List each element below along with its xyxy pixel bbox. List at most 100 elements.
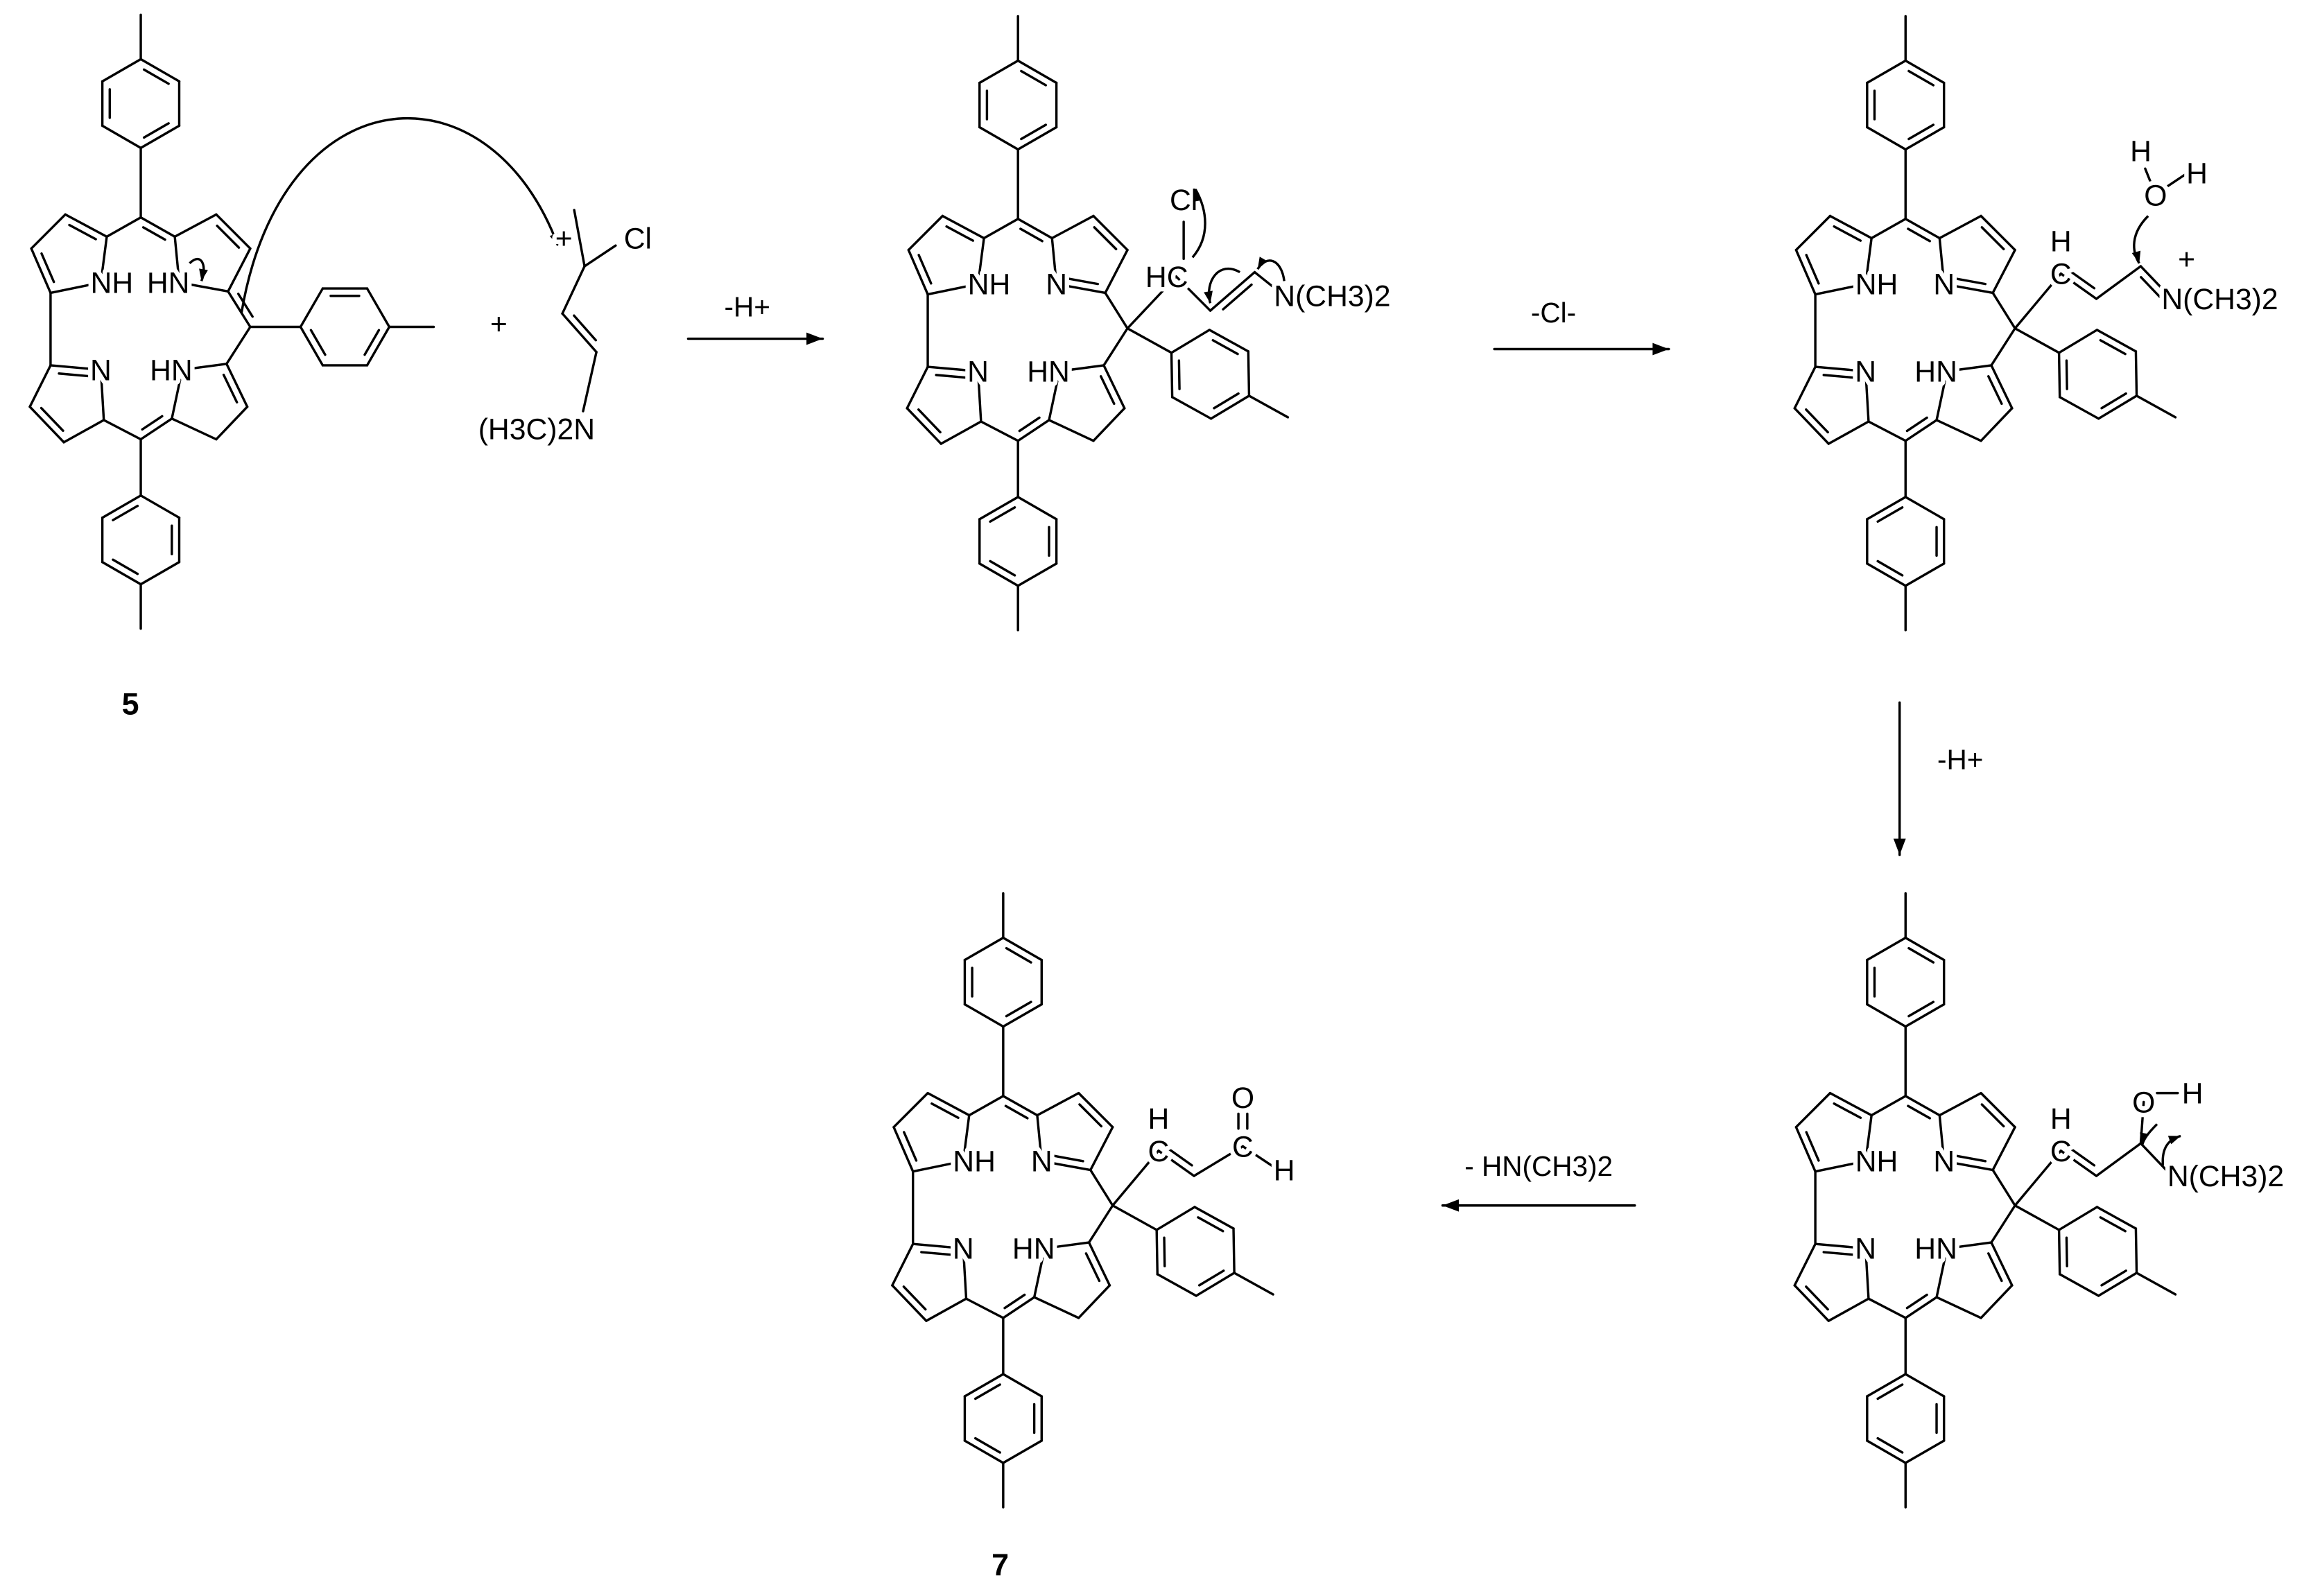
- meso-bond: [1990, 1204, 2016, 1244]
- ring-bond: [365, 287, 391, 329]
- arrowhead-icon: [1893, 838, 1906, 856]
- pyrrole-bond: [215, 405, 249, 441]
- water-hydrogen-label: H: [2186, 157, 2208, 191]
- compound-5-label: 5: [122, 686, 139, 721]
- pyrrole-bond: [892, 1091, 929, 1129]
- double-bond-line: [1211, 339, 1239, 356]
- meso-bond: [1867, 420, 1907, 442]
- pyrrole-bond: [1938, 1113, 1946, 1163]
- ring-bond: [978, 59, 1019, 85]
- double-bond-line: [1065, 277, 1100, 286]
- pyrrole-bond: [99, 235, 108, 284]
- compound-7-label: 7: [992, 1547, 1009, 1582]
- ring-bond: [2057, 329, 2099, 354]
- double-bond-line: [974, 1437, 1001, 1454]
- pyrrole-bond: [1794, 1091, 1832, 1129]
- ring-bond: [1195, 1272, 1236, 1297]
- pyrrole-bond: [1092, 214, 1129, 252]
- carbonyl-carbon-label: C: [1232, 1130, 1254, 1163]
- pyrrole-bond: [62, 419, 105, 444]
- iminium-charge: +: [2178, 243, 2195, 276]
- double-bond-line: [1019, 227, 1044, 243]
- n-label: N: [1855, 1233, 1876, 1266]
- ring-bond: [1016, 496, 1058, 521]
- ring-bond: [1904, 1439, 1946, 1464]
- step-arrow-4: - HN(CH3)2: [1441, 1150, 1636, 1212]
- pyrrole-bond: [49, 281, 103, 295]
- carbocation-charge: +: [555, 222, 573, 255]
- ring-bond: [1904, 1373, 1946, 1398]
- hn-label: HN: [147, 266, 190, 300]
- aryl-bond: [2014, 327, 2061, 354]
- iminium-label: N(CH3)2: [2161, 283, 2278, 316]
- ring-bond: [139, 124, 181, 150]
- bond: [561, 312, 598, 354]
- ring-bond: [963, 1003, 1005, 1028]
- pyrrole-bond: [181, 363, 228, 372]
- bond: [1253, 270, 1285, 297]
- double-bond-line: [237, 293, 254, 318]
- double-bond-line: [1833, 225, 1862, 242]
- pyrrole-bond: [1991, 1125, 2016, 1172]
- hydrogen-label: H: [2050, 1102, 2072, 1136]
- arrowhead-icon: [2131, 250, 2141, 263]
- ring-bond: [1866, 1373, 1907, 1398]
- nh-label: NH: [968, 268, 1011, 302]
- double-bond-line: [1018, 416, 1041, 433]
- pyrrole-bond: [1089, 1125, 1114, 1172]
- pyrrole-bond: [912, 1160, 964, 1173]
- meso-bond: [1016, 218, 1053, 240]
- double-bond-line: [917, 408, 942, 434]
- double-bond-line: [1197, 1269, 1225, 1287]
- pyrrole-bond: [1990, 1241, 2014, 1287]
- arrowhead-icon: [1257, 257, 1267, 270]
- arrowhead-icon: [2140, 1132, 2149, 1145]
- pyrrole-bond: [1032, 1296, 1080, 1319]
- pyrrole-bond: [1943, 282, 1994, 295]
- compound-number-7: 7: [992, 1547, 1009, 1582]
- meso-bond: [103, 419, 142, 441]
- double-bond-line: [1987, 375, 2003, 406]
- nh-label: NH: [953, 1145, 996, 1179]
- aldehyde-hydrogen-label: H: [1274, 1154, 1295, 1187]
- n-label: N: [1855, 355, 1876, 388]
- meso-bond: [139, 216, 176, 238]
- double-bond-line: [2100, 392, 2127, 410]
- double-bond-line: [989, 560, 1016, 577]
- ring-bond: [1866, 1439, 1907, 1464]
- double-bond-line: [1876, 560, 1904, 577]
- ring-bond: [2058, 1273, 2100, 1297]
- pyrrole-bond: [1980, 407, 2014, 442]
- ring-bond: [1866, 125, 1907, 151]
- pyrrole-bond: [1946, 1241, 1993, 1250]
- double-bond-line: [2100, 1269, 2127, 1287]
- double-bond-line: [930, 1102, 960, 1119]
- pyrrole-bond: [1980, 214, 2016, 252]
- double-bond-line: [1099, 375, 1116, 406]
- double-bond-line: [1805, 254, 1820, 285]
- double-bond-line: [1822, 1251, 1858, 1256]
- ring-bond: [1866, 1003, 1907, 1028]
- bond: [1241, 1145, 1280, 1172]
- pyrrole-bond: [907, 248, 929, 296]
- double-bond-line: [917, 254, 933, 285]
- double-bond-line: [216, 225, 241, 249]
- pyrrole-bond: [1935, 1296, 1982, 1319]
- pyrrole-bond: [173, 235, 181, 284]
- hn-label: HN: [1914, 1233, 1957, 1266]
- meso-bond: [982, 218, 1019, 240]
- meso-bond: [1002, 1095, 1039, 1117]
- pyrrole-bond: [171, 368, 184, 420]
- bond: [2095, 265, 2142, 300]
- pyrrole-bond: [1943, 1160, 1994, 1172]
- pyrrole-bond: [891, 1284, 928, 1322]
- arrowhead-icon: [1204, 290, 1213, 304]
- ring-bond: [978, 125, 1019, 151]
- hn-label: HN: [1914, 355, 1957, 388]
- plus-sign: +: [490, 308, 508, 341]
- methyl-bond: [1233, 1272, 1274, 1296]
- ring-bond: [101, 561, 142, 586]
- meso-bond: [1990, 327, 2016, 367]
- ring-bond: [2095, 1206, 2138, 1230]
